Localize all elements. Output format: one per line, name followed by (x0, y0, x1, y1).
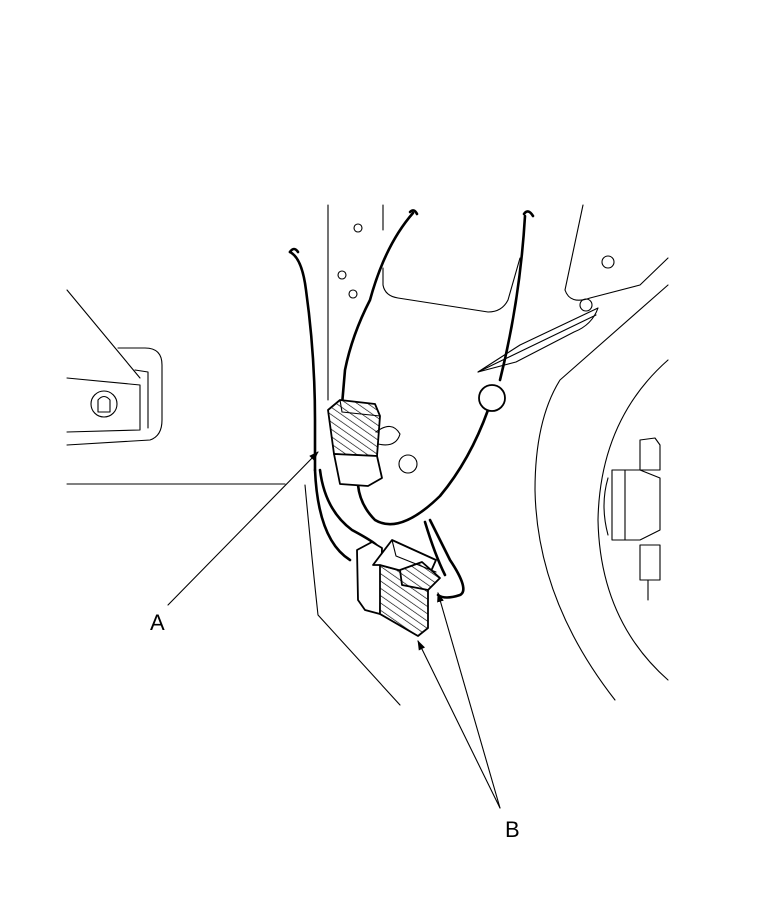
right-side-hardware (603, 437, 661, 601)
body-panel-outline (304, 204, 669, 706)
wire-grommet (478, 384, 506, 412)
leader-line-b1 (417, 640, 501, 809)
leader-line-b2 (437, 592, 501, 809)
connector-a (327, 399, 418, 487)
callout-label-b: B (505, 817, 520, 842)
callout-leaders (167, 451, 501, 809)
left-bracket-panel (66, 289, 286, 485)
wiring-harness (288, 209, 535, 599)
callout-label-a: A (150, 610, 165, 635)
leader-line-a (167, 451, 319, 606)
connector-b-pair (356, 539, 441, 637)
